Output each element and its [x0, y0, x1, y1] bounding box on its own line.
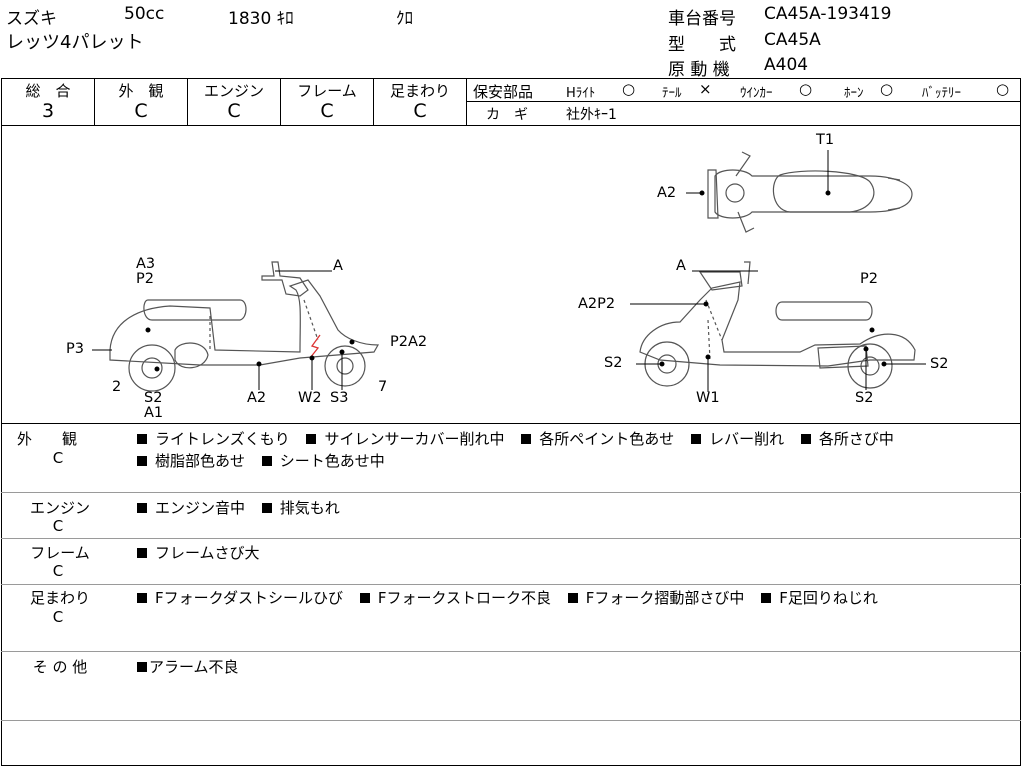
label-p3: P3 [66, 341, 84, 357]
right-scooter-drawing [639, 261, 916, 389]
label-s3: S3 [330, 390, 349, 406]
left-scooter-drawing [109, 261, 380, 392]
note-item: 樹脂部色あせ [155, 452, 246, 470]
label-a2-top: A2 [657, 185, 677, 201]
note-item: アラーム不良 [149, 658, 239, 676]
key-label: カ ギ [486, 107, 528, 123]
section-suspension-label: 足まわり [29, 589, 90, 607]
safety-winker-mark: ○ [799, 80, 813, 98]
grade-overall-label: 総 合 [25, 82, 71, 100]
label-p2-right: P2 [860, 271, 878, 287]
other-line-1: アラーム不良 [137, 656, 251, 677]
safety-taillight: ﾃｰﾙ [662, 86, 682, 101]
section-engine-label: エンジン [29, 499, 90, 517]
engine-value: A404 [764, 55, 809, 75]
damage-diagram [92, 150, 926, 392]
label-a2p2: A2P2 [578, 296, 616, 312]
note-item: フレームさび大 [155, 544, 260, 562]
grade-frame-value: C [320, 100, 334, 122]
note-item: サイレンサーカバー削れ中 [324, 430, 505, 448]
note-item: Fフォークストローク不良 [377, 589, 551, 607]
label-w2: W2 [298, 390, 322, 406]
engine-label: 原 動 機 [668, 60, 730, 80]
safety-horn: ﾎｰﾝ [844, 86, 864, 101]
note-item: ライトレンズくもり [155, 430, 290, 448]
safety-winker: ｳｲﾝｶｰ [740, 86, 773, 101]
label-w1: W1 [696, 390, 720, 406]
safety-battery: ﾊﾞｯﾃﾘｰ [922, 86, 961, 101]
grade-exterior-value: C [134, 100, 148, 122]
section-suspension-grade: C [52, 608, 64, 626]
note-item: F足回りねじれ [779, 589, 878, 607]
key-value: 社外ｷｰ1 [566, 107, 617, 123]
grade-frame-label: フレーム [297, 82, 357, 100]
note-item: 各所さび中 [818, 430, 894, 448]
note-item: Fフォーク摺動部さび中 [585, 589, 745, 607]
safety-battery-mark: ○ [996, 80, 1010, 98]
label-a-right: A [676, 258, 686, 274]
grade-engine-label: エンジン [203, 82, 264, 100]
label-p2a2: P2A2 [390, 334, 428, 350]
label-a3: A3 [136, 256, 156, 272]
section-exterior-grade: C [52, 449, 64, 467]
section-other-label: そ の 他 [32, 658, 88, 676]
displacement: 50cc [124, 4, 165, 24]
type-value: CA45A [764, 30, 821, 50]
frame-label: 車台番号 [668, 9, 736, 29]
maker: スズキ [6, 9, 57, 29]
model-name: レッツ4パレット [6, 32, 144, 53]
note-item: 排気もれ [279, 499, 340, 517]
label-a-left: A [333, 258, 343, 274]
safety-label: 保安部品 [473, 83, 534, 101]
label-2: 2 [112, 379, 122, 395]
color: ｸﾛ [396, 9, 413, 29]
grade-overall-value: 3 [41, 100, 55, 122]
frame-line-1: フレームさび大 [137, 542, 272, 563]
damage-mark-red [309, 334, 321, 359]
label-a2-left: A2 [247, 390, 267, 406]
note-item: 各所ペイント色あせ [539, 430, 675, 448]
exterior-line-1: ライトレンズくもり サイレンサーカバー削れ中 各所ペイント色あせ レバー削れ 各… [137, 428, 906, 449]
top-view-drawing [707, 151, 913, 233]
grade-exterior-label: 外 観 [118, 82, 164, 100]
note-item: エンジン音中 [155, 499, 246, 517]
label-t1: T1 [816, 132, 835, 148]
frame-number: CA45A-193419 [764, 4, 892, 24]
label-7: 7 [378, 379, 388, 395]
mileage: 1830 ｷﾛ [228, 9, 294, 29]
suspension-line-1: Fフォークダストシールひび Fフォークストローク不良 Fフォーク摺動部さび中 F… [137, 587, 890, 608]
safety-headlight-mark: ○ [622, 80, 636, 98]
label-s2-left: S2 [144, 390, 163, 406]
note-item: シート色あせ中 [279, 452, 385, 470]
grade-suspension-value: C [413, 100, 427, 122]
label-p2-left: P2 [136, 271, 154, 287]
engine-line-1: エンジン音中 排気もれ [137, 497, 352, 518]
section-exterior-label: 外 観 [16, 430, 77, 448]
label-a1: A1 [144, 405, 164, 421]
safety-headlight: Hﾗｲﾄ [566, 86, 596, 101]
safety-horn-mark: ○ [880, 80, 894, 98]
label-s2-right-rear: S2 [855, 390, 874, 406]
grade-suspension-label: 足まわり [389, 82, 450, 100]
grade-engine-value: C [227, 100, 241, 122]
section-engine-grade: C [52, 517, 64, 535]
note-item: レバー削れ [709, 430, 785, 448]
section-frame-grade: C [52, 562, 64, 580]
safety-taillight-mark: × [699, 80, 712, 98]
label-s2-right-side: S2 [930, 356, 949, 372]
note-item: Fフォークダストシールひび [155, 589, 344, 607]
label-s2-right-front: S2 [604, 355, 623, 371]
sheet-frame [1, 78, 1021, 766]
type-label: 型 式 [668, 35, 736, 55]
exterior-line-2: 樹脂部色あせ シート色あせ中 [137, 450, 397, 471]
section-frame-label: フレーム [30, 544, 90, 562]
